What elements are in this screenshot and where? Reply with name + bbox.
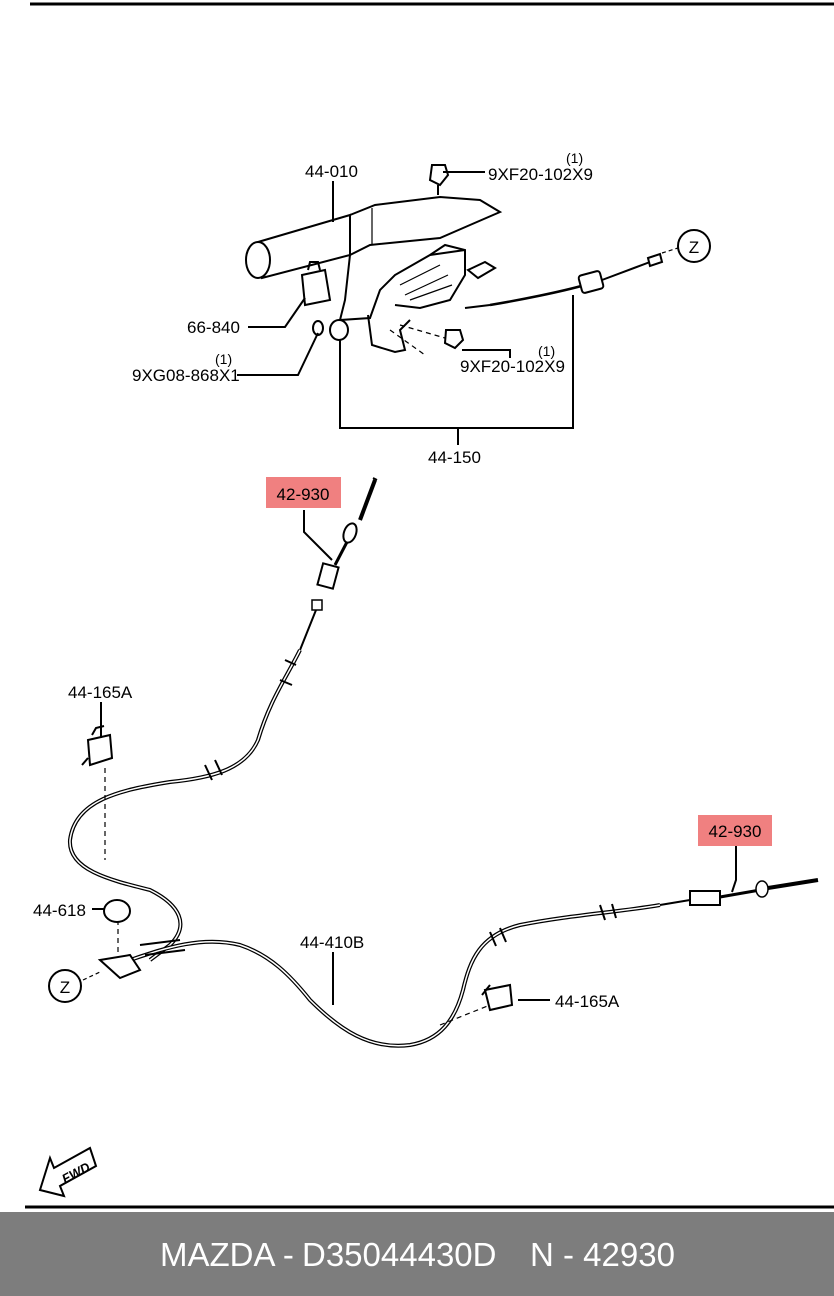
label-rear-cable: 44-410B	[300, 933, 364, 952]
leader-lines-top	[237, 171, 574, 445]
footer-part-number: D35044430D	[302, 1236, 497, 1273]
highlight-front-cable-top	[266, 477, 341, 508]
label-nut-top-qty: (1)	[566, 150, 583, 166]
footer-bar: MAZDA - D35044430D N - 42930	[0, 1212, 834, 1296]
label-bolt-qty: (1)	[215, 351, 232, 367]
footer-brand: MAZDA -	[160, 1236, 294, 1273]
leader-lines-bottom	[92, 702, 737, 1005]
label-nut-bottom-qty: (1)	[538, 343, 555, 359]
label-plug: 44-618	[33, 901, 86, 920]
clip-left	[81, 725, 114, 767]
label-clip-left: 44-165A	[68, 683, 133, 702]
svg-text:Z: Z	[689, 238, 699, 257]
label-bolt: 9XG08-868X1	[132, 366, 240, 385]
clip-right	[481, 983, 514, 1012]
label-lever: 44-010	[305, 162, 358, 181]
label-nut-bottom: 9XF20-102X9	[460, 357, 565, 376]
label-nut-top: 9XF20-102X9	[488, 165, 593, 184]
label-switch: 66-840	[187, 318, 240, 337]
svg-text:Z: Z	[60, 978, 70, 997]
label-front-cable-top: 42-930	[277, 485, 330, 504]
callout-z-top-leader	[661, 247, 679, 254]
label-lever-assy: 44-150	[428, 448, 481, 467]
fwd-arrow-icon: FWD	[38, 1146, 98, 1198]
parts-diagram: Z Z 44-010 9XF20-102X9 (1) 66-840 9XG08-…	[25, 2, 834, 1209]
plug-part	[103, 899, 131, 923]
front-cable-drawing	[303, 477, 378, 590]
label-front-cable-right: 42-930	[709, 822, 762, 841]
footer-ref: N - 42930	[530, 1236, 675, 1273]
callout-z-top: Z	[677, 229, 711, 263]
parking-brake-lever-drawing	[245, 164, 664, 356]
rear-cable-drawing	[67, 599, 819, 1048]
callout-z-bottom: Z	[48, 969, 82, 1003]
highlight-front-cable-right	[698, 815, 772, 846]
label-clip-right: 44-165A	[555, 992, 620, 1011]
